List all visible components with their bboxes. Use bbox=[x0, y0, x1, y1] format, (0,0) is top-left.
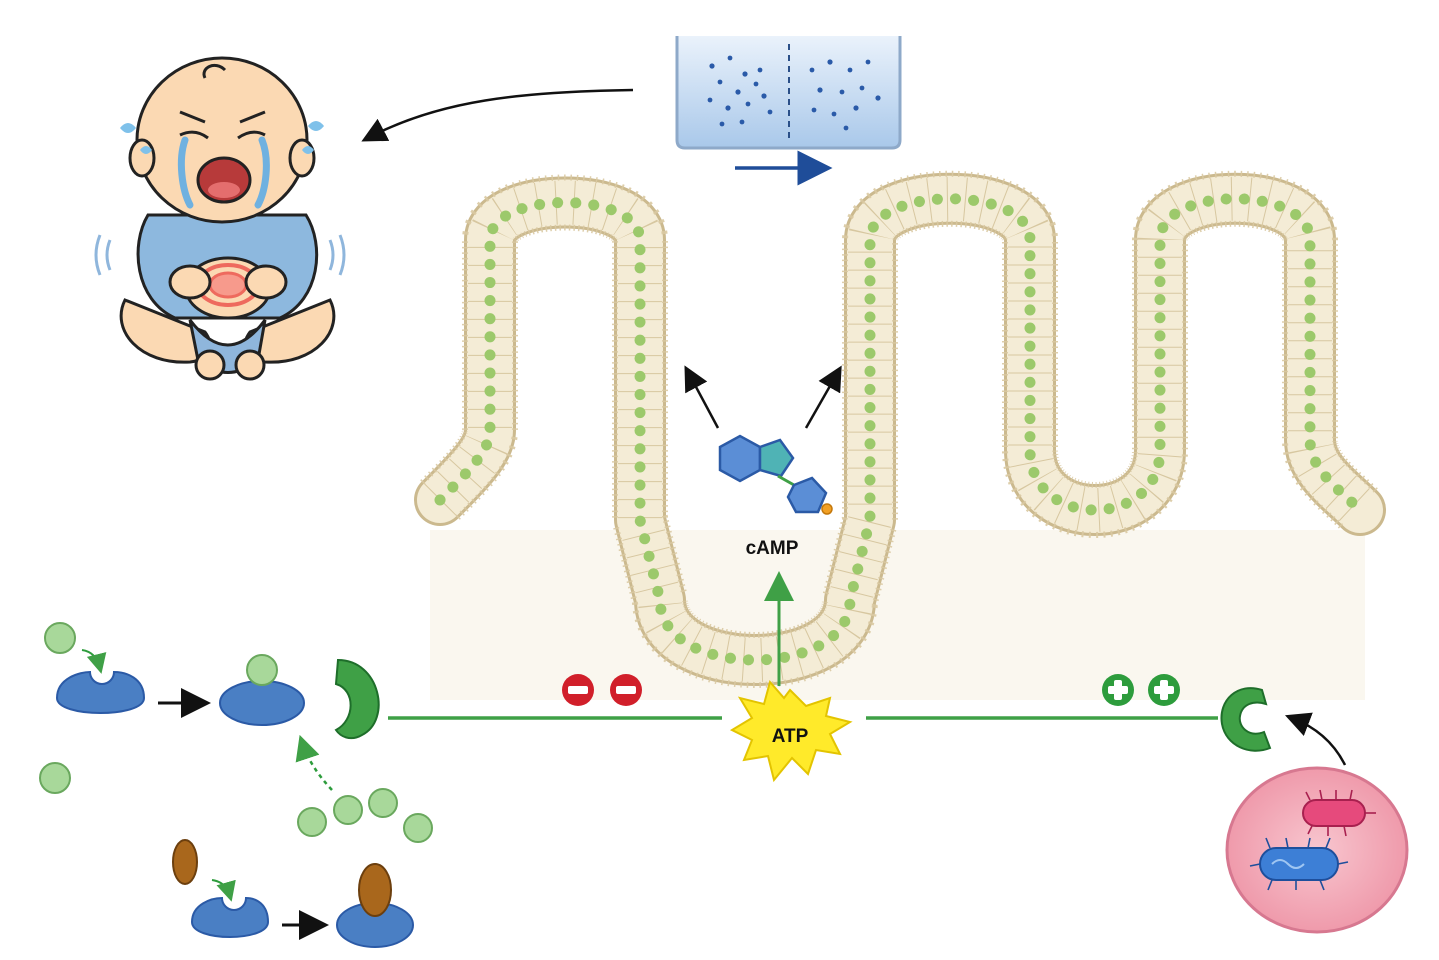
atp-burst-icon bbox=[729, 679, 853, 783]
cell-nuclei bbox=[434, 193, 1366, 666]
atp-label: ATP bbox=[771, 726, 809, 747]
intestinal-villi bbox=[414, 170, 1386, 688]
agonist-binding-scheme bbox=[39, 622, 305, 794]
crying-infant-icon bbox=[94, 56, 346, 381]
free-ligands bbox=[297, 788, 433, 843]
inhibition-signs bbox=[562, 674, 642, 706]
camp-label: cAMP bbox=[745, 538, 799, 559]
receptor-right-icon bbox=[1220, 687, 1272, 752]
displacement-arrow bbox=[295, 734, 333, 791]
bacteria-icon bbox=[1225, 766, 1409, 934]
dissolution-beaker-icon bbox=[675, 36, 902, 150]
antagonist-binding-scheme bbox=[172, 839, 414, 948]
bacteria-to-receptor-arrow bbox=[1285, 712, 1347, 766]
lumen-background bbox=[430, 530, 1365, 700]
camp-effect-arrow bbox=[684, 365, 720, 429]
receptor-left-icon bbox=[334, 658, 380, 740]
arrow-to-infant bbox=[361, 88, 634, 142]
activation-signs bbox=[1102, 674, 1180, 706]
camp-effect-arrow bbox=[804, 365, 842, 429]
camp-molecule-icon bbox=[718, 434, 833, 515]
